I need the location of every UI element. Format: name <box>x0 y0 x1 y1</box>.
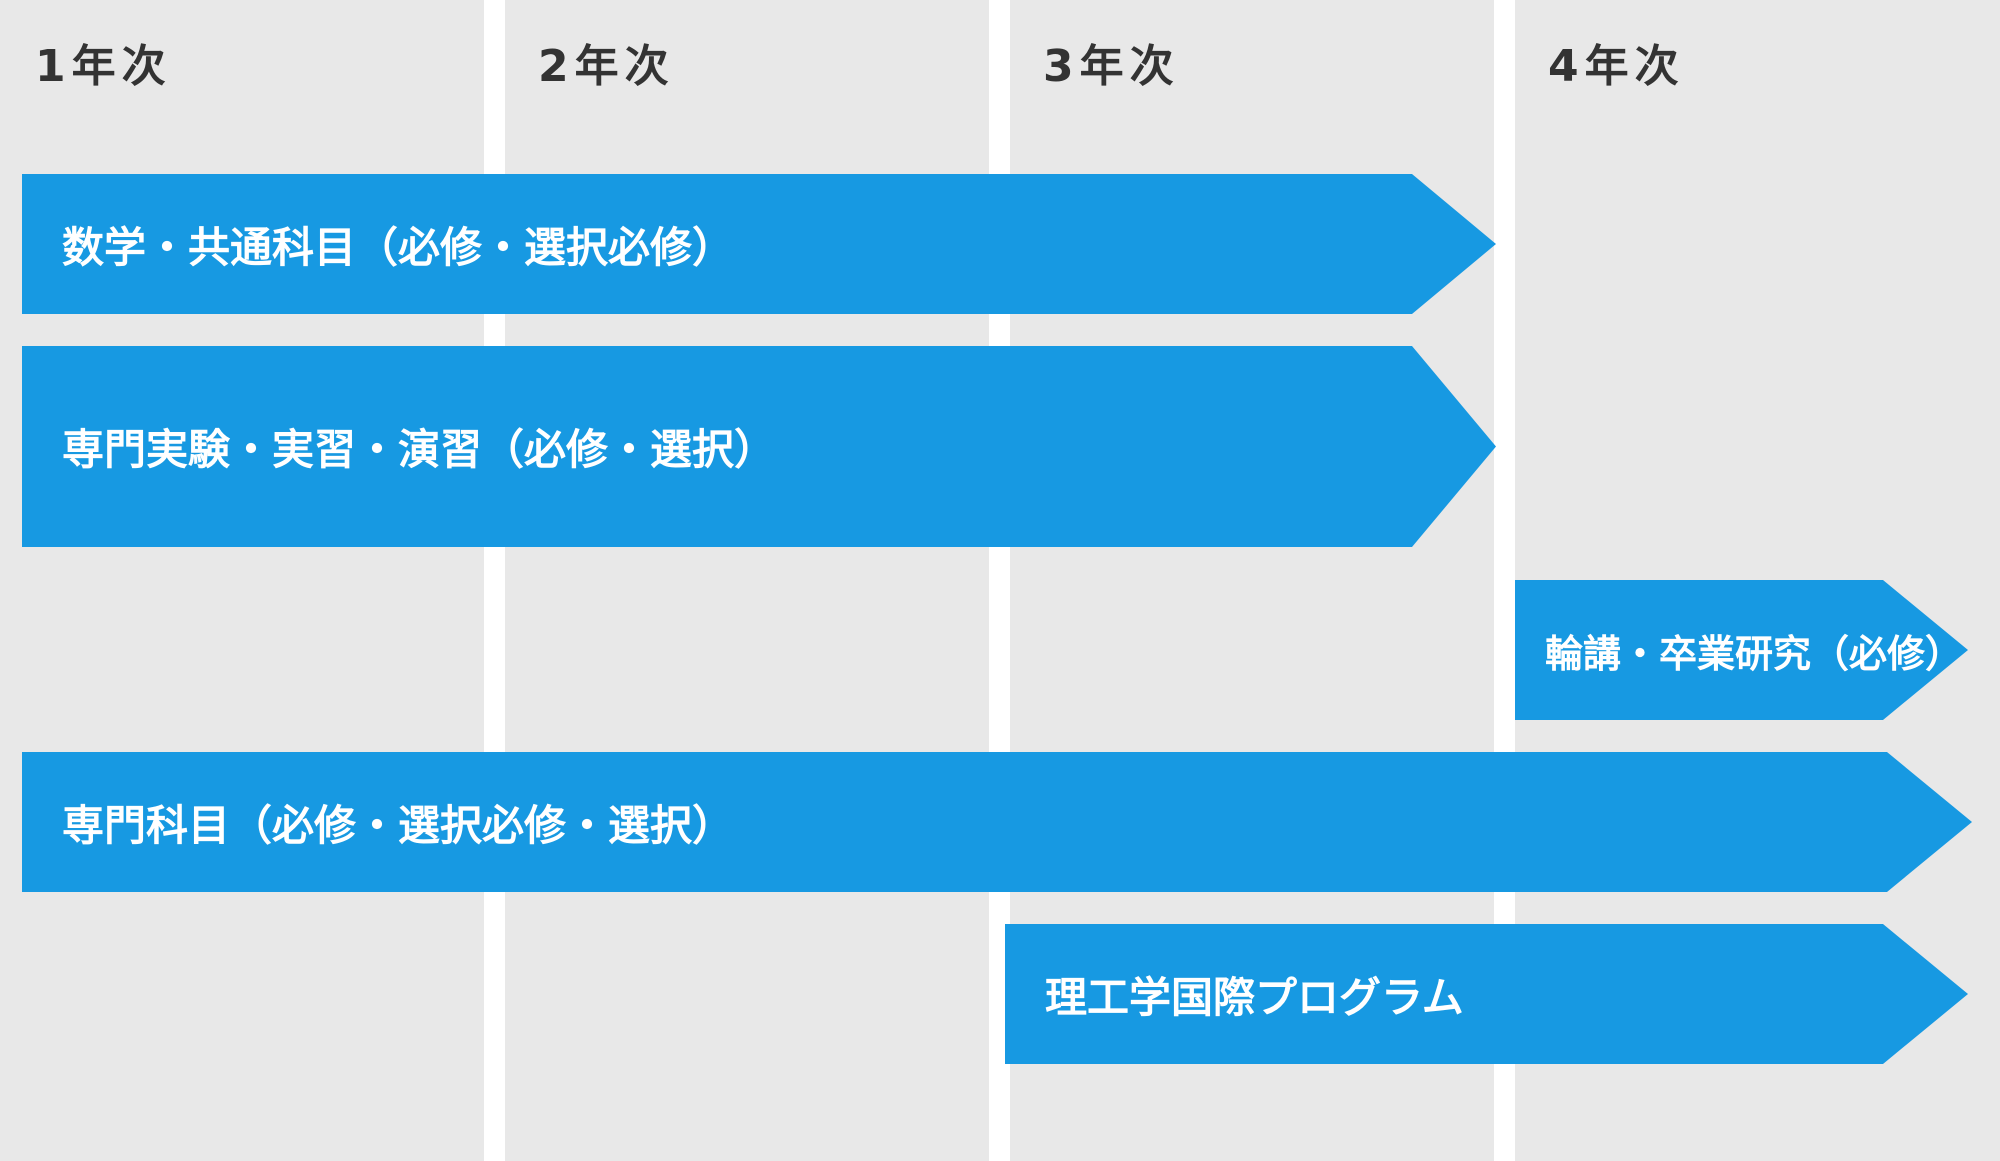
arrow-math-common-subjects: 数学・共通科目（必修・選択必修） <box>22 174 1496 314</box>
year-header-1: 1年次 <box>35 41 172 92</box>
arrow-label: 輪講・卒業研究（必修） <box>1545 631 1964 676</box>
arrow-label: 数学・共通科目（必修・選択必修） <box>62 222 735 272</box>
arrow-international-program: 理工学国際プログラム <box>1005 924 1968 1064</box>
arrow-seminar-graduation-research: 輪講・卒業研究（必修） <box>1515 580 1968 720</box>
year-header-4: 4年次 <box>1548 41 1685 92</box>
arrow-label: 専門実験・実習・演習（必修・選択） <box>62 425 777 474</box>
arrow-specialized-subjects: 専門科目（必修・選択必修・選択） <box>22 752 1972 892</box>
year-header-2: 2年次 <box>538 41 675 92</box>
year-header-3: 3年次 <box>1043 41 1180 92</box>
arrow-label: 専門科目（必修・選択必修・選択） <box>62 800 735 850</box>
arrow-label: 理工学国際プログラム <box>1045 972 1464 1022</box>
arrow-specialized-experiments: 専門実験・実習・演習（必修・選択） <box>22 346 1496 547</box>
